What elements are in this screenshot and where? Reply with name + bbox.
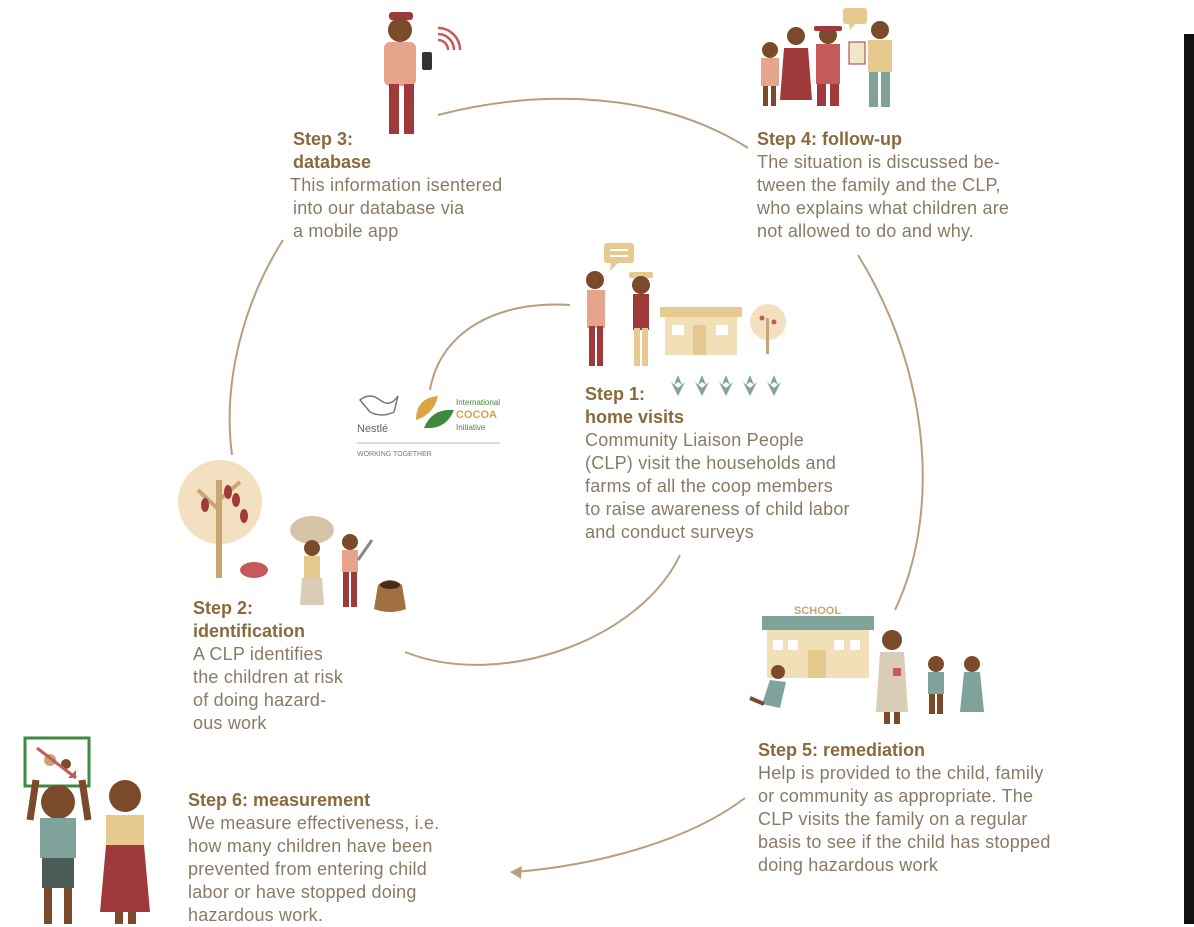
step6-block: Step 6: measurement We measure effective… (188, 789, 508, 927)
step2-line3: of doing hazard- (193, 690, 327, 710)
step5-line5: doing hazardous work (758, 855, 939, 875)
right-border (1184, 34, 1194, 924)
step6-line2: how many children have been (188, 836, 433, 856)
icc-logo: International COCOA Initiative (416, 396, 500, 432)
step1-line3: farms of all the coop members (585, 476, 833, 496)
cocoa-sack-icon (374, 580, 406, 612)
step3-heading-line2: database (293, 152, 372, 172)
connector-step4-step5 (857, 254, 924, 611)
school-building-icon: SCHOOL (762, 605, 874, 678)
step1-block: Step 1: home visits Community Liaison Pe… (585, 383, 915, 544)
farmer-with-phone-icon (384, 12, 462, 134)
cycle-connectors (228, 97, 924, 873)
step3-line2: into our database via (293, 198, 465, 218)
step1-heading-line2: home visits (585, 407, 685, 427)
no-child-labor-sign-icon (36, 746, 77, 780)
step6-line1: We measure effectiveness, i.e. (188, 813, 440, 833)
step6-line4: labor or have stopped doing (188, 882, 417, 902)
step2-heading-line2: identification (193, 621, 305, 641)
family-group-icon (761, 8, 892, 107)
teacher-icon (876, 630, 908, 724)
arrowhead-step6 (510, 866, 522, 879)
step4-heading: Step 4: follow-up (757, 129, 902, 149)
step4-line3: who explains what children are (757, 198, 1010, 218)
step3-line1: This information isentered (290, 175, 503, 195)
step4-line2: tween the family and the CLP, (757, 175, 1001, 195)
step2-heading-line1: Step 2: (193, 598, 254, 618)
clp-and-farmer-icon (586, 271, 653, 366)
connector-logo-step1 (429, 303, 571, 391)
children-measurement-icon (23, 736, 150, 924)
step5-line1: Help is provided to the child, family (758, 763, 1044, 783)
house-icon (660, 307, 742, 355)
icc-logo-line3: Initiative (456, 423, 486, 432)
step3-block: Step 3: database This information isente… (290, 128, 563, 243)
connector-step2-step3 (228, 239, 284, 456)
step3-heading-line1: Step 3: (293, 129, 354, 149)
step6-heading: Step 6: measurement (188, 790, 371, 810)
step5-line3: CLP visits the family on a regular (758, 809, 1028, 829)
step3-line3: a mobile app (293, 221, 399, 241)
connector-step5-step6 (514, 797, 746, 873)
step1-line1: Community Liaison People (585, 430, 804, 450)
step1-heading-line1: Step 1: (585, 384, 646, 404)
connector-step2-step1 (404, 554, 681, 666)
step4-line4: not allowed to do and why. (757, 221, 975, 241)
step2-line1: A CLP identifies (193, 644, 323, 664)
step2-line4: ous work (193, 713, 267, 733)
step2-line2: the children at risk (193, 667, 344, 687)
step5-line4: basis to see if the child has stopped (758, 832, 1051, 852)
step1-line4: to raise awareness of child labor (585, 499, 850, 519)
cocoa-tree-icon (750, 304, 786, 354)
step6-line3: prevented from entering child (188, 859, 427, 879)
step5-block: Step 5: remediation Help is provided to … (758, 739, 1128, 877)
step1-line2: (CLP) visit the households and (585, 453, 837, 473)
icc-logo-line2: COCOA (456, 409, 497, 421)
running-child-icon (749, 665, 786, 708)
speech-bubble-icon (604, 243, 634, 271)
children-working-icon (290, 516, 374, 607)
step5-line2: or community as appropriate. The (758, 786, 1034, 806)
cocoa-tree-large-icon (178, 460, 268, 578)
logo-tagline: WORKING TOGETHER (357, 451, 432, 458)
crop-plants-icon (671, 375, 781, 396)
step4-block: Step 4: follow-up The situation is discu… (757, 128, 1077, 243)
step5-heading: Step 5: remediation (758, 740, 926, 760)
step2-block: Step 2: identification A CLP identifies … (193, 597, 393, 735)
nestle-logo-text: Nestlé (357, 423, 388, 435)
step1-line5: and conduct surveys (585, 522, 754, 542)
school-sign: SCHOOL (794, 605, 841, 617)
students-icon (928, 656, 984, 714)
icc-logo-line1: International (456, 398, 500, 407)
connector-step3-step4 (437, 97, 749, 149)
nestle-logo: Nestlé (357, 395, 399, 435)
step4-line1: The situation is discussed be- (757, 152, 1001, 172)
step6-line5: hazardous work. (188, 905, 324, 925)
